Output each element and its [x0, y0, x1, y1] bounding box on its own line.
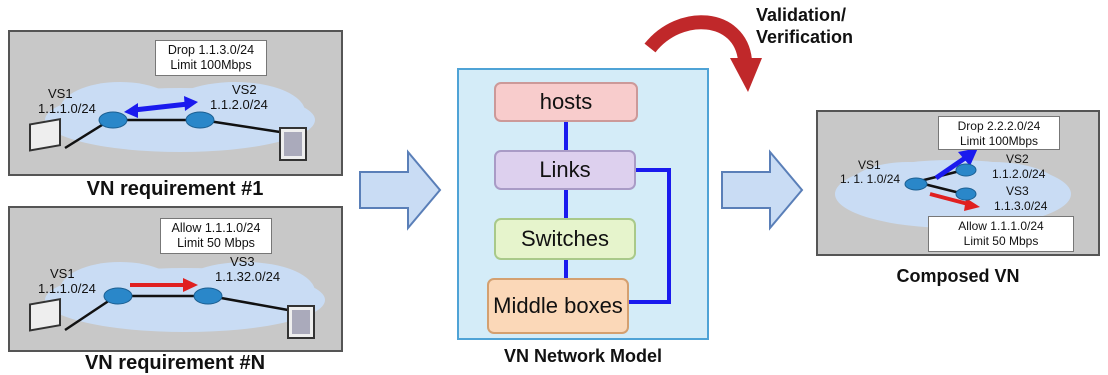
router-icon: [185, 111, 215, 129]
vs1-ip: 1.1.1.0/24: [38, 281, 96, 296]
curved-arrow-icon: [644, 15, 752, 62]
computer-icon: [29, 118, 61, 152]
router-icon: [955, 187, 977, 201]
callout-drop: Drop 2.2.2.0/24 Limit 100Mbps: [938, 116, 1060, 150]
callout-line: Limit 100Mbps: [170, 58, 252, 72]
vs3-ip: 1.1.3.0/24: [994, 199, 1048, 213]
vn-requirement-1-caption: VN requirement #1: [86, 178, 264, 200]
callout-line: Allow 1.1.1.0/24: [958, 219, 1044, 233]
router-icon: [193, 287, 223, 305]
vs2-ip: 1.1.2.0/24: [992, 167, 1046, 181]
router-icon: [103, 287, 133, 305]
composed-vn-graphic: [835, 148, 1071, 228]
vn-network-model-panel: hosts Links Switches Middle boxes: [457, 68, 709, 340]
vn-network-model-caption: VN Network Model: [503, 346, 663, 366]
composed-vn-caption: Composed VN: [896, 266, 1020, 286]
hosts-box: hosts: [494, 82, 638, 122]
validation-line: Verification: [756, 27, 854, 47]
vs1-ip: 1.1.1.0/24: [38, 101, 96, 116]
vs1-name: VS1: [50, 266, 75, 281]
blue-double-arrow: [133, 101, 189, 113]
vs1-name: VS1: [48, 86, 73, 101]
callout-allow: Allow 1.1.1.0/24 Limit 50 Mbps: [928, 216, 1074, 252]
router-icon: [98, 111, 128, 129]
callout-line: Limit 100Mbps: [959, 134, 1039, 148]
router-icon: [955, 163, 977, 177]
composed-vn-panel: Drop 2.2.2.0/24 Limit 100Mbps Allow 1.1.…: [816, 110, 1100, 256]
vs3-name: VS3: [230, 254, 255, 269]
right-arrow-icon: [721, 149, 804, 231]
vs2-name: VS2: [1006, 152, 1029, 166]
callout-line: Drop 1.1.3.0/24: [167, 43, 255, 57]
vs1-name: VS1: [858, 158, 881, 172]
computer-icon: [29, 298, 61, 332]
vs2-name: VS2: [232, 82, 257, 97]
red-arrow: [929, 192, 969, 206]
switches-box: Switches: [494, 218, 636, 260]
vn-requirement-n-graphic: [29, 262, 325, 339]
router-icon: [904, 177, 928, 191]
vs3-name: VS3: [1006, 184, 1029, 198]
blue-arrow: [934, 153, 970, 181]
callout-line: Drop 2.2.2.0/24: [957, 119, 1041, 133]
links-box: Links: [494, 150, 636, 190]
vn-requirement-1-panel: Drop 1.1.3.0/24 Limit 100Mbps VS1 1.1.1.…: [8, 30, 343, 176]
vs3-ip: 1.1.32.0/24: [215, 269, 281, 284]
middle-boxes-box: Middle boxes: [487, 278, 629, 334]
vs2-ip: 1.1.2.0/24: [210, 97, 268, 112]
vs1-ip: 1. 1. 1.0/24: [840, 172, 901, 186]
callout-line: Limit 50 Mbps: [963, 234, 1039, 248]
vn-requirement-n-panel: Allow 1.1.1.0/24 Limit 50 Mbps VS1 1.1.1…: [8, 206, 343, 352]
callout-line: Allow 1.1.1.0/24: [171, 221, 261, 235]
callout-drop: Drop 1.1.3.0/24 Limit 100Mbps: [155, 40, 267, 76]
validation-line: Validation/: [756, 5, 847, 25]
validation-label: Validation/ Verification: [756, 4, 853, 48]
vn-requirement-n-caption: VN requirement #N: [84, 352, 266, 374]
right-arrow-icon: [359, 149, 442, 231]
callout-allow: Allow 1.1.1.0/24 Limit 50 Mbps: [160, 218, 272, 254]
callout-line: Limit 50 Mbps: [177, 236, 255, 250]
vn-requirement-1-graphic: [29, 82, 315, 161]
